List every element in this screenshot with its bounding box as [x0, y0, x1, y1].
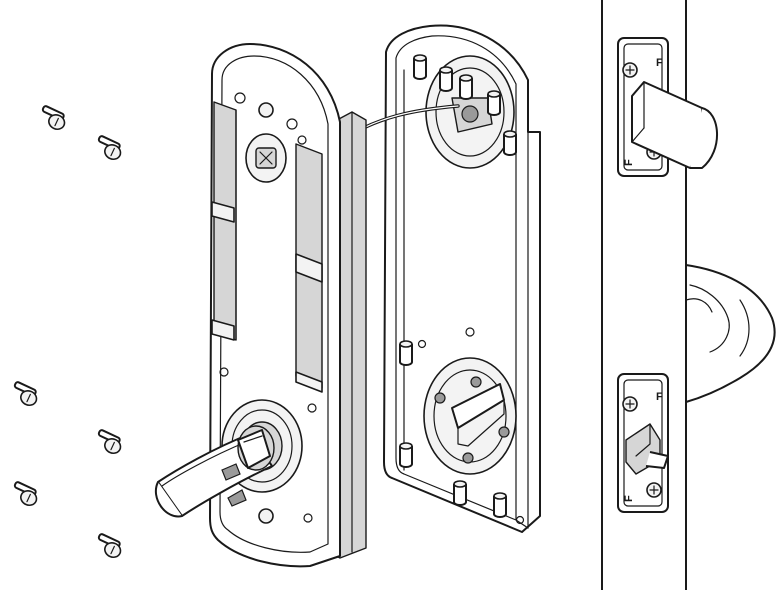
interior-lock-assembly [155, 43, 367, 568]
door-lever-handle [685, 264, 776, 403]
standoff-post [399, 442, 413, 468]
latch-plate-mark-bottom: F [656, 391, 663, 403]
screw [41, 104, 68, 133]
standoff-post [453, 480, 467, 506]
lever-spindle [155, 425, 275, 518]
door-edge: F F F F [601, 0, 776, 590]
standoff-post [459, 74, 473, 100]
screw [97, 428, 124, 457]
screw [97, 134, 124, 163]
screw [13, 480, 40, 509]
deadbolt-latch: F F [617, 37, 718, 177]
standoff-post [493, 492, 507, 518]
standoff-post [487, 90, 501, 116]
screw [97, 532, 124, 561]
deadbolt-bolt [631, 81, 718, 169]
spring-latch: F F [617, 373, 669, 513]
standoff-post [503, 130, 517, 156]
mounting-screws [13, 104, 124, 561]
latch-tongue [625, 423, 669, 475]
deadbolt-spindle-housing [245, 133, 287, 183]
latch-plate-mark-top-lower: F [623, 159, 635, 166]
standoff-post [439, 66, 453, 92]
mounting-plate-bottom-rosette [423, 357, 517, 475]
latch-plate-mark-bottom-lower: F [623, 495, 635, 502]
standoff-post [413, 54, 427, 80]
mounting-plate [383, 24, 541, 533]
standoff-post [399, 340, 413, 366]
latch-plate-mark-top: F [656, 57, 663, 69]
screw [13, 380, 40, 409]
